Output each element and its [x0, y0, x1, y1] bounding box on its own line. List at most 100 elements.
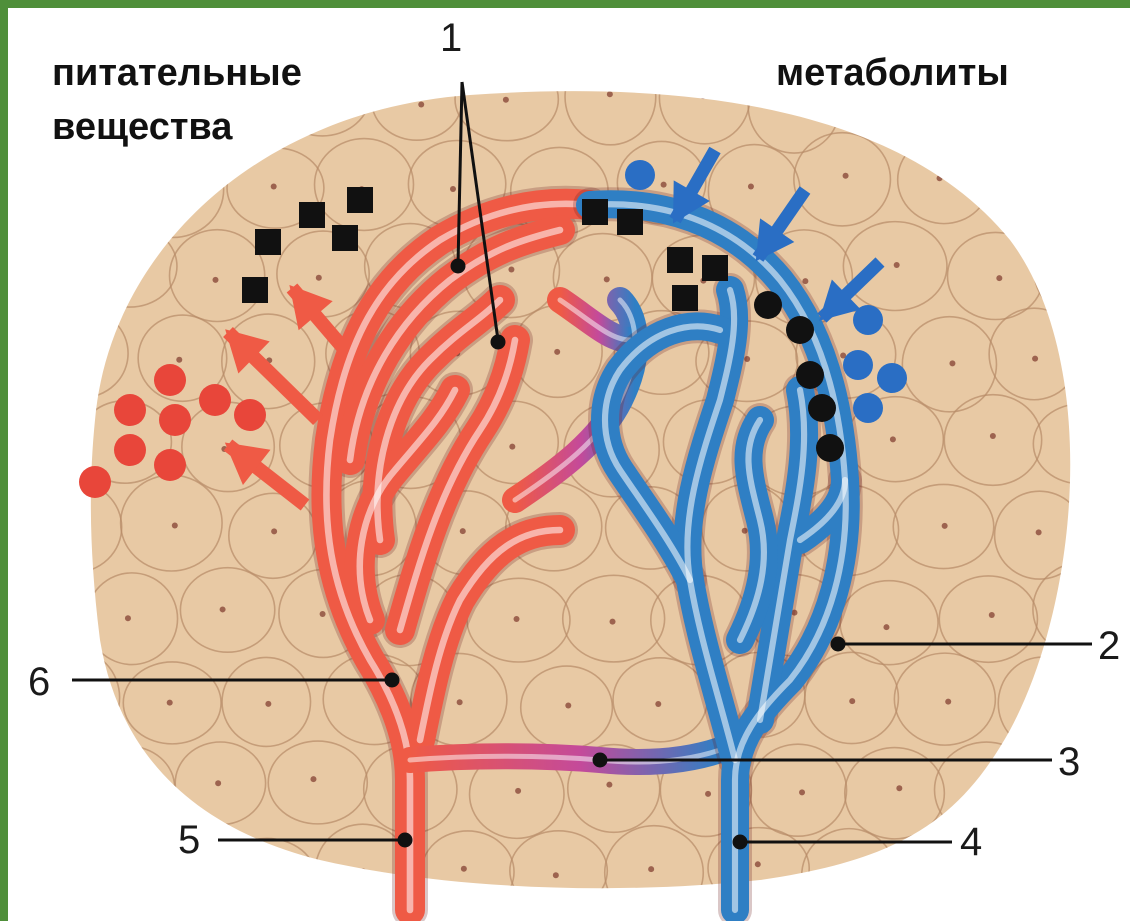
cell-outline — [1034, 222, 1129, 318]
cell-nucleus — [79, 178, 85, 184]
cell-nucleus — [172, 523, 178, 529]
label-5: 5 — [178, 820, 200, 860]
metabolite-circle — [843, 350, 873, 380]
cell-nucleus — [174, 190, 180, 196]
metabolites-caption: метаболиты — [776, 46, 1009, 100]
cell-outline — [1043, 738, 1130, 833]
label-1: 1 — [440, 18, 462, 58]
cell-nucleus — [990, 433, 996, 439]
cell-nucleus — [849, 698, 855, 704]
nutrient-circle — [114, 394, 146, 426]
cell-outline — [39, 822, 129, 916]
waste-square — [255, 229, 281, 255]
nutrient-circle — [154, 449, 186, 481]
cell-nucleus — [320, 611, 326, 617]
cell-nucleus — [1091, 98, 1097, 104]
cell-nucleus — [127, 262, 133, 268]
cell-nucleus — [460, 528, 466, 534]
waste-square — [347, 187, 373, 213]
waste-dot — [796, 361, 824, 389]
cell-outline — [33, 143, 125, 227]
waste-square — [582, 199, 608, 225]
cell-outline — [988, 830, 1080, 921]
waste-square — [667, 247, 693, 273]
leader-1a-dot — [452, 260, 464, 272]
cell-nucleus — [1085, 779, 1091, 785]
nutrient-circle — [159, 404, 191, 436]
cell-nucleus — [896, 785, 902, 791]
cell-nucleus — [503, 97, 509, 103]
cell-nucleus — [1032, 356, 1038, 362]
waste-square — [242, 277, 268, 303]
cell-nucleus — [271, 184, 277, 190]
cell-nucleus — [604, 276, 610, 282]
metabolite-circle — [877, 363, 907, 393]
cell-nucleus — [1030, 175, 1036, 181]
cell-nucleus — [890, 436, 896, 442]
label-3: 3 — [1058, 742, 1080, 782]
cell-nucleus — [755, 861, 761, 867]
waste-square — [299, 202, 325, 228]
leader-6-dot — [386, 674, 398, 686]
cell-nucleus — [554, 349, 560, 355]
cell-outline — [122, 142, 224, 237]
waste-square — [702, 255, 728, 281]
cell-nucleus — [360, 869, 366, 875]
cell-nucleus — [843, 870, 849, 876]
cell-nucleus — [508, 266, 514, 272]
cell-nucleus — [175, 868, 181, 874]
leader-1b-dot — [492, 336, 504, 348]
cell-nucleus — [607, 91, 613, 97]
nutrient-circle — [154, 364, 186, 396]
leader-3-dot — [594, 754, 606, 766]
nutrient-circle — [234, 399, 266, 431]
cell-nucleus — [450, 186, 456, 192]
cell-nucleus — [215, 780, 221, 786]
metabolite-circle — [853, 393, 883, 423]
cell-nucleus — [705, 791, 711, 797]
cell-nucleus — [944, 872, 950, 878]
metabolite-circle — [625, 160, 655, 190]
cell-nucleus — [1036, 529, 1042, 535]
nutrients-caption: питательные вещества — [52, 46, 372, 154]
cell-nucleus — [84, 869, 90, 875]
cell-nucleus — [989, 612, 995, 618]
cell-outline — [126, 834, 225, 916]
cell-nucleus — [799, 789, 805, 795]
cell-nucleus — [418, 102, 424, 108]
cell-nucleus — [700, 93, 706, 99]
cell-nucleus — [1080, 264, 1086, 270]
cell-nucleus — [1079, 437, 1085, 443]
cell-nucleus — [457, 699, 463, 705]
cell-nucleus — [265, 701, 271, 707]
cell-nucleus — [509, 444, 515, 450]
cell-nucleus — [937, 175, 943, 181]
waste-dot — [816, 434, 844, 462]
cell-nucleus — [553, 872, 559, 878]
cell-nucleus — [791, 100, 797, 106]
cell-nucleus — [894, 262, 900, 268]
cell-nucleus — [125, 615, 131, 621]
cell-nucleus — [167, 700, 173, 706]
cell-nucleus — [316, 275, 322, 281]
cell-nucleus — [271, 528, 277, 534]
label-6: 6 — [28, 662, 50, 702]
cell-outline — [81, 746, 175, 828]
cell-nucleus — [515, 788, 521, 794]
cell-nucleus — [565, 702, 571, 708]
cell-nucleus — [261, 877, 267, 883]
cell-nucleus — [176, 357, 182, 363]
cell-outline — [1047, 54, 1130, 142]
cell-outline — [218, 838, 317, 918]
leader-2-dot — [832, 638, 844, 650]
cell-nucleus — [748, 184, 754, 190]
label-2: 2 — [1098, 626, 1120, 666]
nutrient-circle — [114, 434, 146, 466]
leader-4-dot — [734, 836, 746, 848]
cell-nucleus — [65, 690, 71, 696]
waste-dot — [808, 394, 836, 422]
cell-nucleus — [78, 346, 84, 352]
cell-nucleus — [655, 701, 661, 707]
cell-nucleus — [981, 782, 987, 788]
cell-nucleus — [942, 523, 948, 529]
